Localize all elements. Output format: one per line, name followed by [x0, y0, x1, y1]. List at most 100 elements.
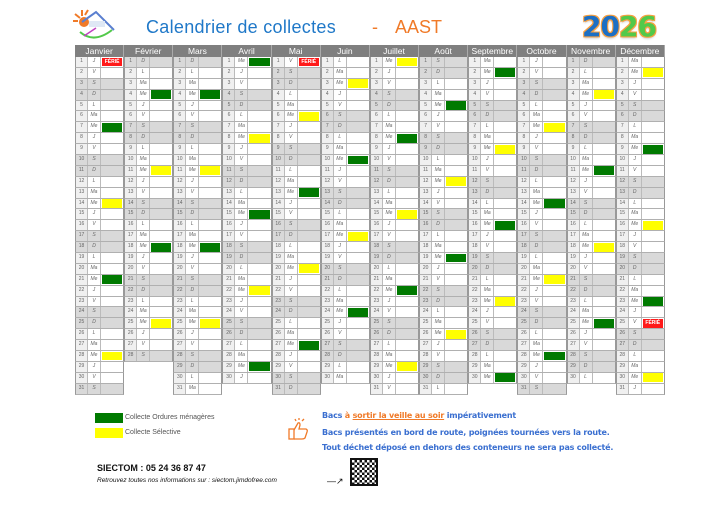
weekday: V	[186, 187, 200, 198]
day-number: 25	[518, 318, 531, 329]
empty-slot	[495, 101, 515, 110]
weekday: Ma	[88, 187, 101, 198]
empty-slot	[446, 166, 466, 175]
day-number: 6	[76, 111, 88, 122]
weekday: V	[580, 187, 593, 198]
day-number: 7	[616, 122, 629, 133]
weekday: Me	[186, 242, 200, 253]
day-number: 24	[174, 307, 187, 318]
weekday: J	[383, 67, 396, 78]
day-number: 2	[567, 67, 580, 78]
weekday: V	[88, 144, 101, 155]
day-number: 24	[125, 307, 138, 318]
empty-slot	[446, 373, 466, 382]
weekday: Ma	[88, 340, 101, 351]
year-part: 26	[618, 10, 657, 43]
weekday: Me	[235, 361, 249, 372]
empty-slot	[643, 254, 663, 263]
weekday: Ma	[285, 329, 298, 340]
weekday: Me	[186, 318, 200, 329]
weekday: J	[629, 155, 642, 165]
collection-ordures	[102, 122, 123, 132]
qr-code[interactable]	[350, 458, 378, 486]
collection-selective	[446, 177, 467, 187]
weekday: Me	[334, 155, 347, 165]
weekday: J	[137, 100, 151, 111]
day-number: 16	[518, 220, 531, 231]
day-number: 25	[321, 318, 334, 329]
weekday: S	[334, 340, 347, 351]
day-number: 4	[616, 89, 629, 100]
empty-slot	[446, 341, 466, 350]
weekday: Ma	[481, 133, 495, 144]
day-number: 18	[567, 242, 580, 253]
day-number: 5	[321, 100, 334, 111]
weekday: Ma	[334, 67, 347, 78]
collection-selective	[642, 220, 663, 230]
collection-ordures	[396, 286, 418, 296]
weekday: S	[481, 253, 495, 263]
weekday: D	[137, 209, 151, 220]
day-number: 29	[321, 361, 334, 372]
day-number: 2	[469, 67, 482, 78]
empty-slot	[446, 221, 466, 230]
weekday: S	[530, 155, 544, 165]
empty-slot	[495, 319, 515, 328]
empty-slot	[102, 264, 122, 273]
day-number: 12	[125, 176, 138, 187]
empty-slot	[594, 362, 614, 371]
empty-slot	[643, 286, 663, 295]
day-number: 2	[272, 67, 285, 78]
weekday: S	[432, 209, 446, 220]
collection-selective	[495, 144, 516, 154]
day-number: 26	[76, 329, 88, 340]
day-number: 3	[518, 78, 531, 89]
day-number: 20	[518, 263, 531, 274]
weekday: S	[137, 198, 151, 209]
collection-ordures	[298, 188, 319, 198]
day-number: 27	[370, 340, 383, 351]
empty-slot	[495, 199, 515, 208]
weekday: Ma	[334, 372, 347, 383]
empty-slot	[397, 177, 417, 186]
weekday: S	[186, 122, 200, 133]
weekday: D	[137, 285, 151, 296]
day-number: 20	[321, 263, 334, 274]
weekday: D	[88, 318, 101, 329]
empty-slot	[446, 362, 466, 371]
weekday: Me	[137, 242, 151, 253]
info-text: à	[344, 411, 353, 420]
day-number: 5	[125, 100, 138, 111]
day-number: 22	[567, 285, 580, 296]
day-number: 19	[370, 253, 383, 263]
day-number: 10	[567, 155, 580, 165]
weekday: D	[383, 176, 396, 187]
day-number: 28	[272, 351, 285, 361]
weekday: S	[285, 372, 298, 383]
collection-selective	[446, 329, 467, 339]
day-number: 12	[518, 176, 531, 187]
day-number: 13	[125, 187, 138, 198]
